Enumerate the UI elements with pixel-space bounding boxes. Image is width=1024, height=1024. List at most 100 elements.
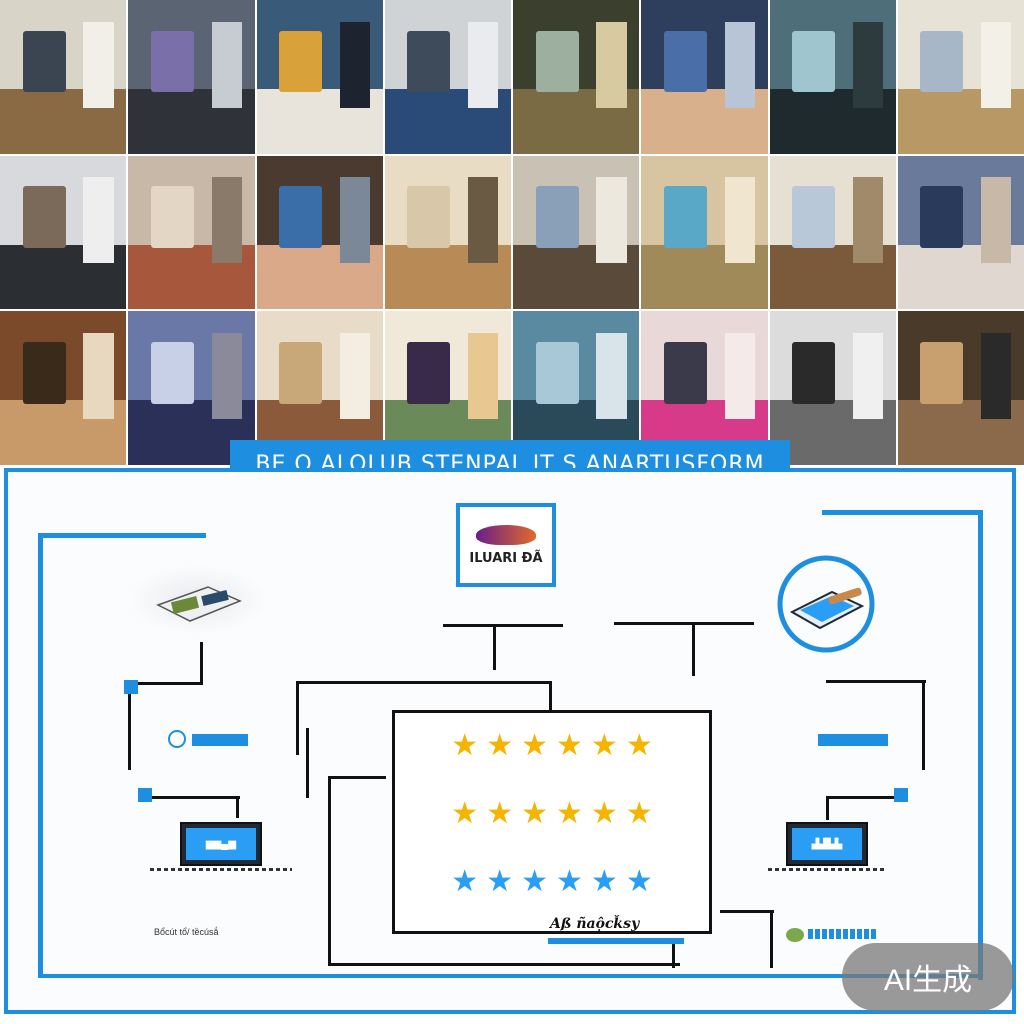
ai-generated-badge: AI生成 (842, 943, 1014, 1011)
collage-photo (513, 155, 640, 310)
left-caption: Bổcút tổ/ tềcúsắ (154, 927, 219, 937)
star-icon: ★ (486, 797, 514, 830)
flow-line (549, 681, 552, 711)
photo-shape (339, 332, 371, 419)
collage-photo (256, 0, 383, 154)
star-icon: ★ (486, 729, 514, 762)
star-icon: ★ (556, 797, 583, 830)
collage-photo (0, 0, 127, 154)
photo-shape (981, 332, 1012, 419)
photo-shape (920, 186, 964, 248)
right-blue-bracket-top (822, 510, 982, 515)
photo-shape (468, 177, 499, 264)
photo-shape (407, 342, 451, 404)
photo-shape (407, 30, 451, 93)
photo-shape (852, 21, 884, 108)
photo-shape (83, 177, 114, 264)
flow-line (826, 796, 894, 799)
photo-shape (663, 30, 707, 93)
photo-shape (339, 21, 371, 108)
star-icon: ★ (451, 729, 479, 762)
photo-shape (663, 342, 707, 404)
flow-line (443, 624, 563, 627)
photo-shape (792, 186, 836, 248)
flow-line (720, 910, 774, 913)
arrow-head (124, 680, 138, 694)
collage-photo (0, 311, 127, 465)
photo-shape (724, 177, 755, 264)
star-icon: ★ (590, 865, 618, 898)
arrow-head (138, 788, 152, 802)
logo-text: ILUARI ĐÃ (469, 550, 543, 566)
flow-line (236, 796, 239, 818)
photo-shape (150, 342, 194, 404)
right-node-pill (818, 734, 888, 746)
arrow-head (894, 788, 908, 802)
left-monitor-base (150, 868, 292, 871)
collage-photo (897, 311, 1024, 465)
collage-photo (769, 155, 896, 310)
collage-photo (897, 155, 1024, 310)
photo-shape (339, 177, 371, 264)
left-node-pill (192, 734, 248, 746)
photo-shape (724, 332, 755, 419)
star-icon: ★ (521, 797, 548, 830)
photo-shape (920, 30, 964, 93)
photo-shape (211, 21, 242, 108)
collage-photo (256, 311, 383, 465)
star-row-3: ★★★★★★ (395, 867, 709, 897)
collage-photo (769, 0, 896, 154)
photo-shape (724, 21, 755, 108)
flow-line (306, 728, 309, 798)
flow-line (826, 680, 926, 683)
flow-line (128, 682, 203, 685)
left-blue-bracket-top (38, 533, 206, 538)
collage-photo (641, 0, 768, 154)
photo-shape (535, 186, 579, 248)
photo-shape (792, 30, 836, 93)
photo-shape (211, 332, 242, 419)
photo-shape (535, 30, 579, 93)
collage-photo (128, 311, 255, 465)
right-monitor-icon: ▟▟▙▙ (786, 822, 868, 866)
left-monitor-screen: ▆▆▄▆ (186, 828, 256, 860)
photo-shape (468, 332, 499, 419)
photo-shape (981, 21, 1012, 108)
signature-underline (548, 938, 684, 944)
photo-shape (407, 186, 451, 248)
flow-line (328, 963, 680, 966)
star-icon: ★ (556, 865, 583, 898)
flow-line (328, 776, 331, 966)
collage-photo (128, 155, 255, 310)
star-row-2: ★★★★★★ (395, 799, 709, 829)
photo-shape (22, 186, 66, 248)
flow-line (614, 622, 754, 625)
photo-shape (852, 332, 884, 419)
logo-icon (476, 524, 536, 545)
star-icon: ★ (451, 865, 479, 898)
star-icon: ★ (590, 797, 618, 830)
star-icon: ★ (556, 729, 583, 762)
left-monitor-icon: ▆▆▄▆ (180, 822, 262, 866)
photo-shape (852, 177, 884, 264)
star-icon: ★ (521, 729, 548, 762)
collage-photo (384, 155, 511, 310)
photo-shape (596, 332, 627, 419)
right-blue-bracket-side (978, 510, 983, 980)
flow-line (128, 682, 131, 770)
right-caption-icon (786, 928, 804, 942)
star-icon: ★ (451, 797, 479, 830)
photo-shape (535, 342, 579, 404)
star-icon: ★ (625, 729, 653, 762)
star-icon: ★ (486, 865, 514, 898)
photo-shape (22, 342, 66, 404)
collage-photo (0, 155, 127, 310)
flow-line (770, 910, 773, 968)
collage-photo (769, 311, 896, 465)
left-blue-bracket-side (38, 533, 43, 977)
collage-photo (128, 0, 255, 154)
flow-line (692, 622, 695, 676)
rating-box: ★★★★★★ ★★★★★★ ★★★★★★ (392, 710, 712, 934)
bottom-blue-line (38, 974, 983, 978)
photo-shape (663, 186, 707, 248)
